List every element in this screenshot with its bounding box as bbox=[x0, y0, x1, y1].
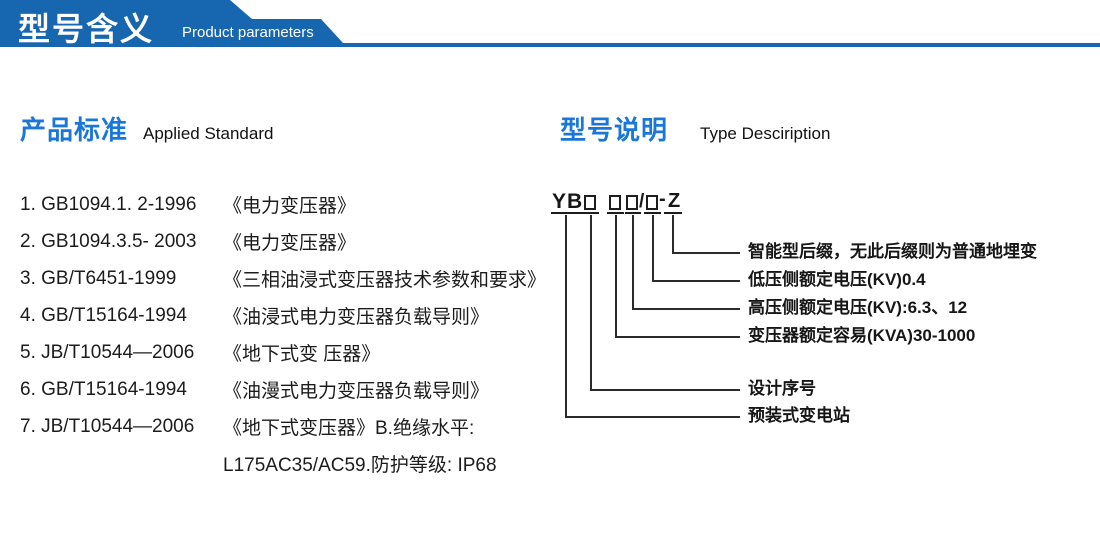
connector-line bbox=[672, 215, 674, 254]
standard-title: 《地下式变压器》B.绝缘水平: bbox=[223, 418, 475, 439]
connector-line bbox=[615, 336, 740, 338]
annotation-lv-voltage: 低压侧额定电压(KV)0.4 bbox=[748, 270, 926, 289]
connector-line bbox=[565, 416, 740, 418]
type-heading-en: Type Desciription bbox=[700, 124, 831, 143]
standard-code: 5. JB/T10544—2006 bbox=[20, 341, 195, 363]
standard-code: 2. GB1094.3.5- 2003 bbox=[20, 230, 197, 252]
standard-item-continuation: L175AC35/AC59.防护等级: IP68 bbox=[20, 445, 540, 482]
standard-item: 3. GB/T6451-1999 《三相油浸式变压器技术参数和要求》 bbox=[20, 260, 546, 297]
model-placeholder-box bbox=[646, 195, 658, 210]
connector-line bbox=[590, 389, 740, 391]
standard-title: 《电力变压器》 bbox=[223, 196, 357, 217]
page-title: 型号含义 bbox=[18, 11, 155, 47]
annotation-hv-voltage: 高压侧额定电压(KV):6.3、12 bbox=[748, 298, 968, 317]
connector-line bbox=[590, 215, 592, 391]
type-section-heading: 型号说明 Type Desciription bbox=[560, 110, 830, 147]
standard-title: 《油漫式电力变压器负载导则》 bbox=[223, 381, 490, 402]
connector-line bbox=[652, 280, 740, 282]
standards-heading-en: Applied Standard bbox=[143, 124, 274, 143]
standard-title: L175AC35/AC59.防护等级: IP68 bbox=[223, 455, 497, 476]
standard-title: 《电力变压器》 bbox=[223, 233, 357, 254]
underline bbox=[581, 212, 599, 214]
standard-title: 《油浸式电力变压器负载导则》 bbox=[223, 307, 490, 328]
model-placeholder-box bbox=[609, 195, 621, 210]
annotation-design-serial: 设计序号 bbox=[748, 379, 816, 398]
standards-heading-cn: 产品标准 bbox=[20, 115, 129, 145]
standard-item: 6. GB/T15164-1994 《油漫式电力变压器负载导则》 bbox=[20, 371, 540, 408]
underline bbox=[625, 212, 641, 214]
standard-item: 2. GB1094.3.5- 2003 《电力变压器》 bbox=[20, 223, 540, 260]
model-suffix: Z bbox=[668, 190, 681, 212]
connector-line bbox=[652, 215, 654, 282]
connector-line bbox=[632, 215, 634, 310]
standard-code: 6. GB/T15164-1994 bbox=[20, 378, 187, 400]
standard-code: 3. GB/T6451-1999 bbox=[20, 267, 177, 289]
header-banner bbox=[0, 0, 1100, 47]
standard-code: 7. JB/T10544—2006 bbox=[20, 415, 195, 437]
annotation-rated-capacity: 变压器额定容易(KVA)30-1000 bbox=[748, 326, 976, 345]
underline bbox=[607, 212, 624, 214]
model-placeholder-box bbox=[626, 195, 638, 210]
standard-code: 4. GB/T15164-1994 bbox=[20, 304, 187, 326]
standards-section-heading: 产品标准 Applied Standard bbox=[20, 110, 273, 147]
standard-code: 1. GB1094.1. 2-1996 bbox=[20, 193, 197, 215]
connector-line bbox=[672, 252, 740, 254]
connector-line bbox=[615, 215, 617, 338]
page-subtitle: Product parameters bbox=[182, 24, 314, 41]
underline bbox=[664, 212, 682, 214]
standard-item: 5. JB/T10544—2006 《地下式变 压器》 bbox=[20, 334, 540, 371]
standard-title: 《三相油浸式变压器技术参数和要求》 bbox=[223, 270, 547, 291]
type-heading-cn: 型号说明 bbox=[560, 115, 669, 145]
model-placeholder-box bbox=[584, 195, 596, 210]
model-prefix: YB bbox=[552, 190, 584, 213]
underline bbox=[551, 212, 581, 214]
model-dash: - bbox=[659, 188, 666, 210]
standard-title: 《地下式变 压器》 bbox=[223, 344, 381, 365]
standard-item: 7. JB/T10544—2006 《地下式变压器》B.绝缘水平: bbox=[20, 408, 540, 445]
standard-item: 4. GB/T15164-1994 《油浸式电力变压器负载导则》 bbox=[20, 297, 540, 334]
connector-line bbox=[632, 308, 740, 310]
underline bbox=[644, 212, 661, 214]
connector-line bbox=[565, 215, 567, 418]
model-slash: / bbox=[639, 191, 645, 212]
annotation-prefabricated-substation: 预装式变电站 bbox=[748, 406, 850, 425]
standards-list: 1. GB1094.1. 2-1996 《电力变压器》 2. GB1094.3.… bbox=[20, 186, 546, 482]
standard-item: 1. GB1094.1. 2-1996 《电力变压器》 bbox=[20, 186, 540, 223]
annotation-smart-suffix: 智能型后缀，无此后缀则为普通地埋变 bbox=[748, 242, 1037, 261]
